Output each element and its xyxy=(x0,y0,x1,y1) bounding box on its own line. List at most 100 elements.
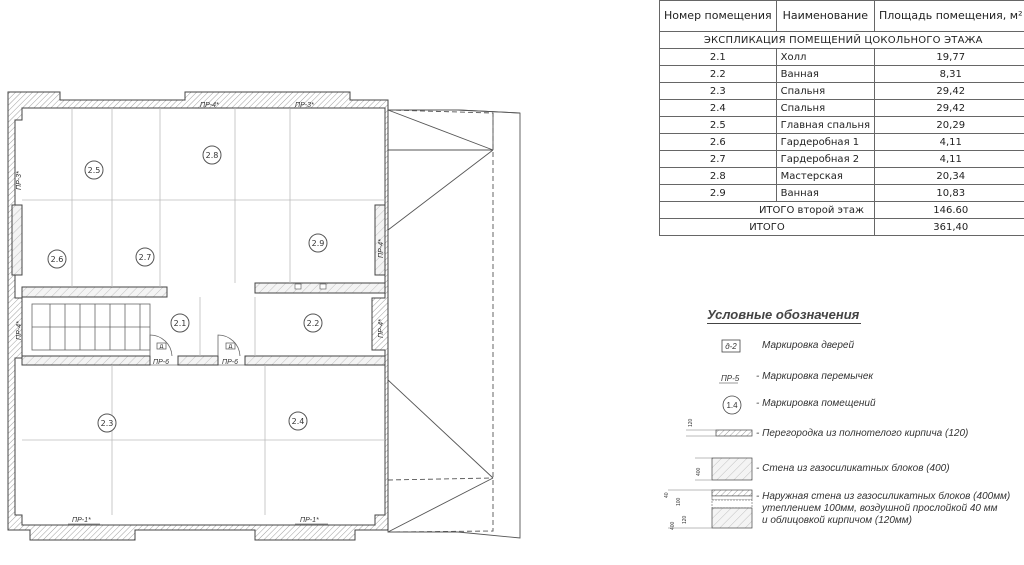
room-marker-2-8: 2.8 xyxy=(202,145,222,165)
row-name: Мастерская xyxy=(775,167,876,185)
lintel-label: ПР-1* xyxy=(72,517,91,524)
room-label: 2.5 xyxy=(88,166,101,175)
door-marks: д д xyxy=(156,342,236,350)
explication-table: Номер помещения Наименование Площадь пом… xyxy=(659,0,1024,236)
legend-outer-text-2: утеплением 100мм, воздушной прослойкой 4… xyxy=(762,503,998,514)
total-floor-value: 146.60 xyxy=(874,201,1024,219)
total-label: ИТОГО xyxy=(659,218,875,236)
row-number: 2.7 xyxy=(659,150,777,168)
row-area: 20,34 xyxy=(874,167,1024,185)
door-swings xyxy=(149,334,241,357)
lintel-label: ПР-4* xyxy=(16,321,23,340)
room-marker-2-9: 2.9 xyxy=(308,233,328,253)
legend-title: Условные обозначения xyxy=(707,307,862,324)
partition-dim: 120 xyxy=(688,418,694,427)
row-name: Спальня xyxy=(775,82,876,100)
room-label: 2.3 xyxy=(101,419,114,428)
total-row: ИТОГО 361,40 xyxy=(659,218,1024,236)
outer-dim: 400 xyxy=(670,521,676,530)
staircase xyxy=(31,303,151,351)
row-name: Спальня xyxy=(775,99,876,117)
legend-block-text: - Стена из газосиликатных блоков (400) xyxy=(756,463,950,474)
header-area: Площадь помещения, м² xyxy=(874,0,1024,32)
door-mark: д xyxy=(228,343,232,350)
row-number: 2.8 xyxy=(659,167,777,185)
row-name: Главная спальня xyxy=(775,116,876,134)
table-header: Номер помещения Наименование Площадь пом… xyxy=(659,0,1024,32)
room-marker-2-4: 2.4 xyxy=(288,411,308,431)
outer-dim: 100 xyxy=(676,497,682,506)
section-title: ЭКСПЛИКАЦИЯ ПОМЕЩЕНИЙ ЦОКОЛЬНОГО ЭТАЖА xyxy=(659,31,1024,49)
row-number: 2.6 xyxy=(659,133,777,151)
room-marker-2-5: 2.5 xyxy=(84,160,104,180)
table-section: ЭКСПЛИКАЦИЯ ПОМЕЩЕНИЙ ЦОКОЛЬНОГО ЭТАЖА xyxy=(659,31,1024,49)
room-label: 2.6 xyxy=(51,255,64,264)
row-name: Гардеробная 1 xyxy=(775,133,876,151)
fixtures xyxy=(294,283,327,290)
lintel-label: ПР-4* xyxy=(200,102,219,109)
row-area: 4,11 xyxy=(874,133,1024,151)
lintel-label: ПР-6 xyxy=(222,359,238,366)
lintel-label: ПР-4* xyxy=(378,319,385,338)
lintel-label: ПР-3* xyxy=(16,171,23,190)
header-number: Номер помещения xyxy=(659,0,777,32)
room-label: 2.8 xyxy=(206,151,219,160)
lintel-label: ПР-6 xyxy=(153,359,169,366)
row-name: Ванная xyxy=(775,184,876,202)
row-area: 10,83 xyxy=(874,184,1024,202)
room-marker-2-2: 2.2 xyxy=(303,313,323,333)
legend-door-text: Маркировка дверей xyxy=(762,340,855,351)
door-mark: д xyxy=(159,343,163,350)
room-label: 2.1 xyxy=(174,319,187,328)
total-floor-label: ИТОГО второй этаж xyxy=(659,201,875,219)
header-name: Наименование xyxy=(775,0,876,32)
room-label: 2.9 xyxy=(312,239,325,248)
row-area: 8,31 xyxy=(874,65,1024,83)
legend-symbols: д-2 ПР-5 1.4 120 400 40 100 120 400 xyxy=(664,339,753,530)
legend-outer-text-3: и облицовкой кирпичом (120мм) xyxy=(762,515,912,526)
block-dim: 400 xyxy=(696,467,702,476)
row-area: 29,42 xyxy=(874,82,1024,100)
legend-room-text: - Маркировка помещений xyxy=(756,398,876,409)
lintel-labels: ПР-4* ПР-3* ПР-3* ПР-4* ПР-4* ПР-4* ПР-6… xyxy=(16,102,385,525)
outer-dim: 120 xyxy=(682,515,688,524)
room-label: 2.4 xyxy=(292,417,305,426)
roof-outline xyxy=(387,109,521,539)
room-partitions xyxy=(22,108,385,515)
room-label: 2.7 xyxy=(139,253,152,262)
total-value: 361,40 xyxy=(874,218,1024,236)
legend-outer-text-1: - Наружная стена из газосиликатных блоко… xyxy=(756,491,1011,502)
room-label: 2.2 xyxy=(307,319,320,328)
row-area: 29,42 xyxy=(874,99,1024,117)
outer-dim: 40 xyxy=(664,492,670,498)
row-name: Ванная xyxy=(775,65,876,83)
lintel-label: ПР-1* xyxy=(300,517,319,524)
room-marker-2-6: 2.6 xyxy=(47,249,67,269)
room-markers: 2.5 2.8 2.6 2.7 2.9 2.1 2.2 2.3 2.4 xyxy=(47,145,328,433)
door-symbol: д-2 xyxy=(725,342,737,351)
row-number: 2.9 xyxy=(659,184,777,202)
room-marker-2-7: 2.7 xyxy=(135,247,155,267)
legend-partition-text: - Перегородка из полнотелого кирпича (12… xyxy=(756,428,969,439)
row-name: Гардеробная 2 xyxy=(775,150,876,168)
row-number: 2.2 xyxy=(659,65,777,83)
row-number: 2.1 xyxy=(659,48,777,66)
legend-lintel-text: - Маркировка перемычек xyxy=(756,371,874,382)
row-area: 19,77 xyxy=(874,48,1024,66)
room-marker-2-3: 2.3 xyxy=(97,413,117,433)
lintel-label: ПР-4* xyxy=(378,239,385,258)
row-number: 2.5 xyxy=(659,116,777,134)
total-floor-row: ИТОГО второй этаж 146.60 xyxy=(659,201,1024,219)
row-area: 4,11 xyxy=(874,150,1024,168)
door-symbol-box xyxy=(721,339,741,353)
room-symbol: 1.4 xyxy=(726,401,738,410)
